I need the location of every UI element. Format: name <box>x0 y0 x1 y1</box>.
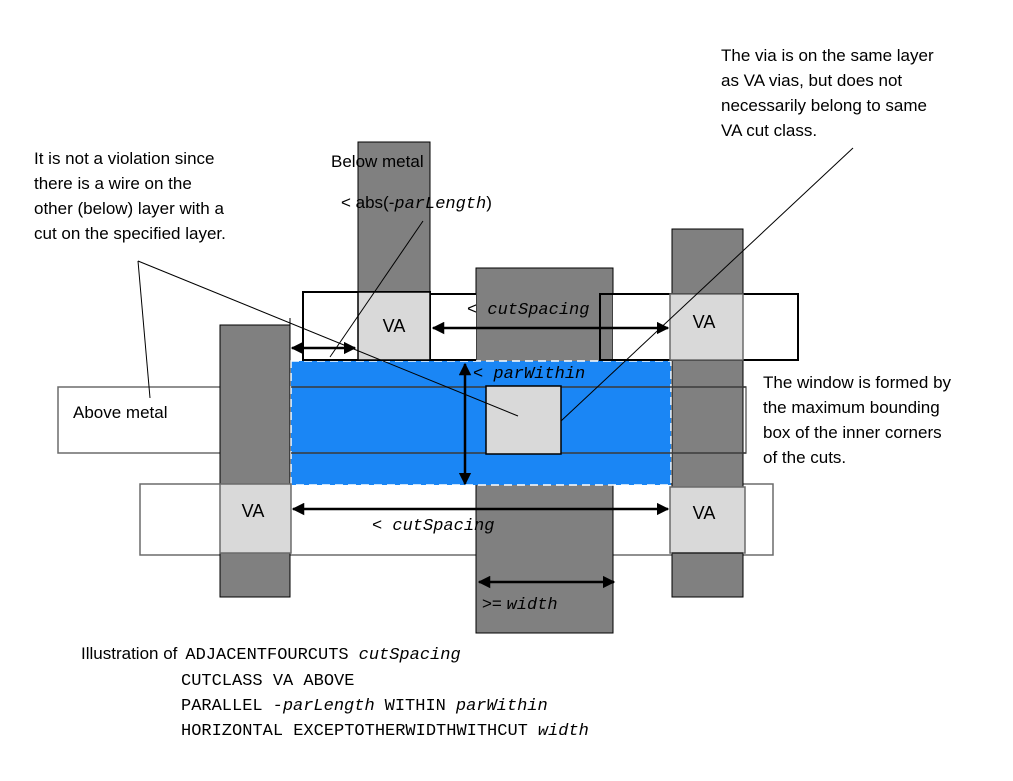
below-metal-column-left <box>219 324 291 598</box>
middle-via <box>485 385 562 455</box>
leader-line-top-right <box>560 147 854 422</box>
svg-text:VA: VA <box>242 501 265 521</box>
svg-text:cut on the specified layer.: cut on the specified layer. <box>34 224 226 243</box>
va-cut-top-right: VA <box>669 293 744 361</box>
svg-text:VA: VA <box>693 503 716 523</box>
right-note: The window is formed by the maximum boun… <box>763 373 952 467</box>
left-note: It is not a violation since there is a w… <box>34 149 226 243</box>
svg-text:box of the inner corners: box of the inner corners <box>763 423 942 442</box>
spacing-window <box>290 360 672 486</box>
leader-line-left-a <box>137 260 151 399</box>
svg-text:necessarily belong to same: necessarily belong to same <box>721 96 927 115</box>
svg-text:It is not a violation since: It is not a violation since <box>34 149 214 168</box>
leader-line-below-metal <box>329 220 424 358</box>
svg-text:of the cuts.: of the cuts. <box>763 448 846 467</box>
svg-text:other (below) layer with a: other (below) layer with a <box>34 199 224 218</box>
svg-text:VA: VA <box>383 316 406 336</box>
below-metal-label: Below metal <box>331 152 424 171</box>
svg-text:the maximum bounding: the maximum bounding <box>763 398 940 417</box>
va-cut-top-left: VA <box>357 291 431 361</box>
va-cut-bottom-right: VA <box>669 486 746 554</box>
abs-parlength-label: < abs(-parLength) <box>341 193 492 214</box>
svg-text:The via is on the same layer: The via is on the same layer <box>721 46 934 65</box>
svg-text:there is a wire on the: there is a wire on the <box>34 174 192 193</box>
parwithin-label: < parWithin <box>473 365 585 384</box>
svg-text:VA cut class.: VA cut class. <box>721 121 817 140</box>
width-label: >= width <box>482 594 558 615</box>
cutspacing-top-label: < cutSpacing <box>467 301 589 320</box>
cutspacing-bottom-label: < cutSpacing <box>372 517 494 536</box>
svg-text:CUTCLASS VA ABOVE: CUTCLASS VA ABOVE <box>181 672 354 691</box>
svg-text:as VA vias, but does not: as VA vias, but does not <box>721 71 902 90</box>
va-cut-bottom-left: VA <box>219 483 292 554</box>
leader-line-left-b <box>137 260 519 417</box>
top-right-note: The via is on the same layer as VA vias,… <box>721 46 934 140</box>
svg-text:VA: VA <box>693 312 716 332</box>
svg-text:The window is formed by: The window is formed by <box>763 373 952 392</box>
above-metal-label: Above metal <box>73 403 168 422</box>
